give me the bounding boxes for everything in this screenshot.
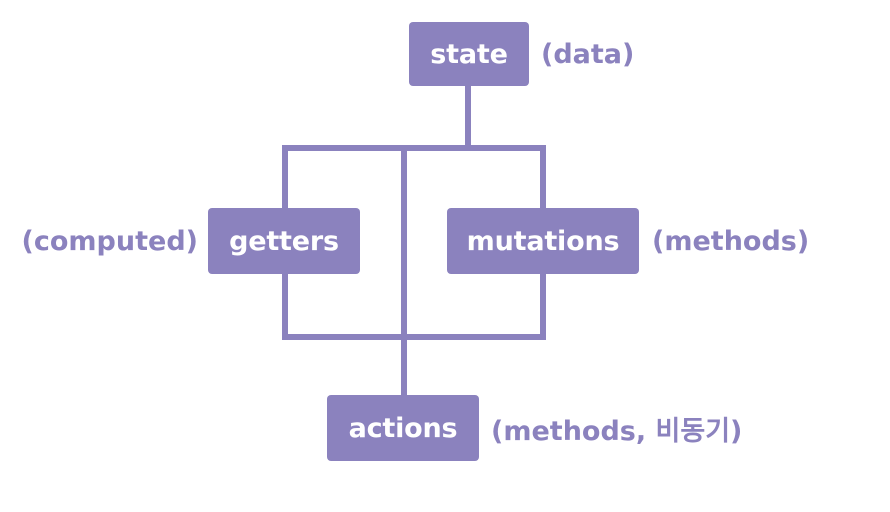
state-label: state xyxy=(430,38,508,70)
actions-note: (methods, 비동기) xyxy=(491,395,742,461)
getters-note-text: (computed) xyxy=(21,225,198,257)
getters-box: getters xyxy=(208,208,360,274)
state-note: (data) xyxy=(541,22,634,86)
mutations-note: (methods) xyxy=(652,208,809,274)
mutations-note-text: (methods) xyxy=(652,225,810,257)
actions-box: actions xyxy=(327,395,479,461)
actions-label: actions xyxy=(348,412,458,444)
getters-label: getters xyxy=(229,225,339,257)
mutations-label: mutations xyxy=(466,225,620,257)
state-note-text: (data) xyxy=(541,38,635,70)
mutations-box: mutations xyxy=(447,208,639,274)
actions-note-text: (methods, 비동기) xyxy=(491,415,743,447)
getters-note: (computed) xyxy=(22,208,198,274)
state-box: state xyxy=(409,22,529,86)
